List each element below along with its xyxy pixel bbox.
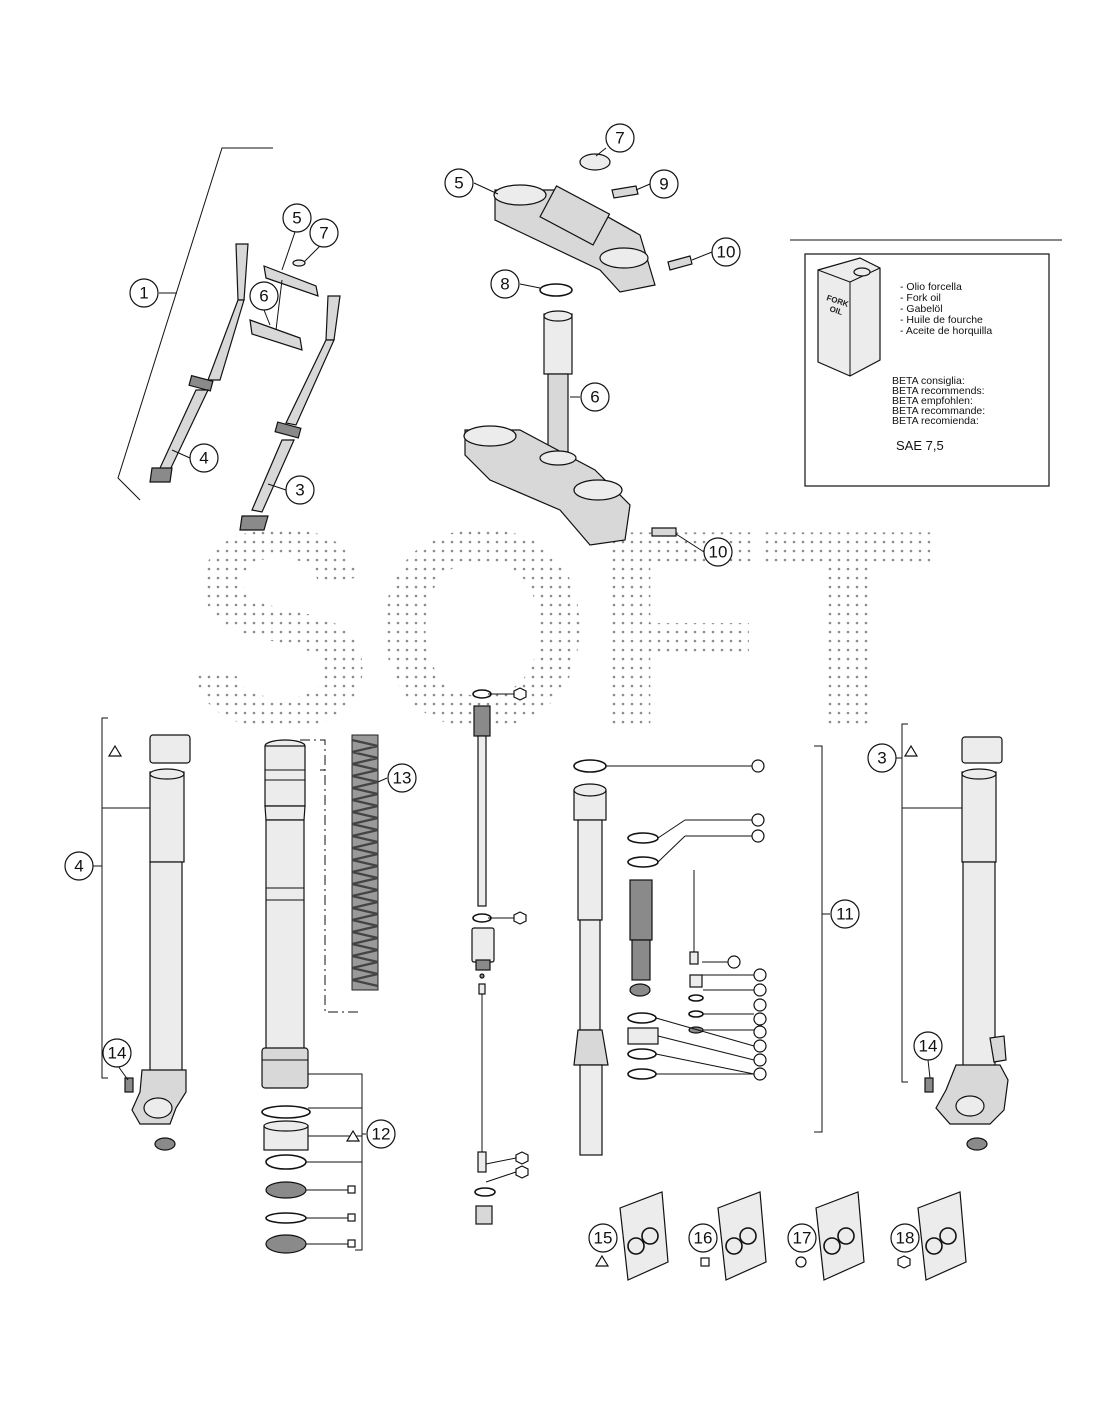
assembled-fork-group — [117, 147, 341, 531]
triangle-symbols — [107, 744, 919, 1142]
callout-6-label: 6 — [590, 388, 599, 407]
callout-14-right-label: 14 — [919, 1037, 938, 1056]
callout-13-label: 13 — [393, 769, 412, 788]
callout-1: 1 — [129, 278, 159, 308]
callout-7-label: 7 — [615, 129, 624, 148]
callout-10-top-label: 10 — [717, 243, 736, 262]
legend-line-de: - Gabelöl — [900, 303, 943, 315]
callout-14-left-label: 14 — [108, 1044, 127, 1063]
callout-17: 17 — [787, 1223, 817, 1253]
callout-11: 11 — [830, 899, 860, 929]
callout-8-label: 8 — [500, 275, 509, 294]
recommend-line-de: BETA empfohlen: — [892, 395, 973, 407]
callout-12-label: 12 — [372, 1125, 391, 1144]
callout-18: 18 — [890, 1223, 920, 1253]
callout-10-bottom-label: 10 — [709, 543, 728, 562]
callout-12: 12 — [366, 1119, 396, 1149]
upper-triple-clamp — [493, 153, 693, 297]
steering-stem-lower-clamp — [463, 310, 677, 546]
callout-15: 15 — [588, 1223, 618, 1253]
callout-4: 4 — [64, 851, 94, 881]
cartridge-o-symbols — [727, 759, 767, 1081]
callout-9-label: 9 — [659, 175, 668, 194]
callout-5-small-label: 5 — [292, 209, 301, 228]
left-outer-tube — [101, 717, 191, 1151]
callout-14-right: 14 — [913, 1031, 943, 1061]
callout-7: 7 — [605, 123, 635, 153]
legend-line-en: - Fork oil — [900, 292, 941, 304]
callout-3-right-label: 3 — [877, 749, 886, 768]
recommend-line-es: BETA recomienda: — [892, 415, 979, 427]
legend-line-fr: - Huile de fourche — [900, 314, 983, 326]
can-label-oil: OIL — [828, 304, 844, 317]
callout-1-label: 1 — [139, 284, 148, 303]
callout-17-label: 17 — [793, 1229, 812, 1248]
watermark-soft: SOFT — [187, 473, 934, 785]
callout-10-top: 10 — [711, 237, 741, 267]
legend-line-it: - Olio forcella — [900, 281, 962, 293]
callout-4-top-label: 4 — [199, 449, 208, 468]
damper-rod — [471, 689, 517, 1225]
callout-5-label: 5 — [454, 174, 463, 193]
cartridge-assembly — [573, 745, 830, 1156]
callout-3-right: 3 — [867, 743, 897, 773]
service-kits — [594, 1191, 967, 1281]
oil-grade-value: SAE 7,5 — [896, 438, 944, 453]
callout-9: 9 — [649, 169, 679, 199]
callout-18-label: 18 — [896, 1229, 915, 1248]
callout-11-label: 11 — [836, 905, 854, 924]
oil-can-icon — [817, 257, 881, 377]
callout-15-label: 15 — [594, 1229, 613, 1248]
callout-14-left: 14 — [102, 1038, 132, 1068]
callout-4-top: 4 — [189, 443, 219, 473]
callout-6: 6 — [580, 382, 610, 412]
callout-leaders — [93, 147, 931, 1135]
right-outer-tube — [901, 723, 1009, 1151]
callout-10-bottom: 10 — [703, 537, 733, 567]
legend-line-es: - Aceite de horquilla — [900, 325, 992, 337]
recommend-line-it: BETA consiglia: — [892, 375, 965, 387]
inner-tube — [261, 739, 363, 1254]
callout-7-small-label: 7 — [319, 224, 328, 243]
fork-spring — [351, 734, 379, 991]
callout-6-small: 6 — [249, 281, 279, 311]
callout-7-small: 7 — [309, 218, 339, 248]
inner-tube-square-symbols — [347, 1185, 356, 1248]
fork-oil-legend: FORK OIL - Olio forcella - Fork oil - Ga… — [790, 239, 1062, 487]
callout-16: 16 — [688, 1223, 718, 1253]
recommend-line-en: BETA recommends: — [892, 385, 985, 397]
recommend-line-fr: BETA recommande: — [892, 405, 985, 417]
watermark-text: SOFT — [187, 473, 934, 785]
callout-4-label: 4 — [74, 857, 83, 876]
callout-5: 5 — [444, 168, 474, 198]
callout-16-label: 16 — [694, 1229, 713, 1248]
callout-5-small: 5 — [282, 203, 312, 233]
callout-6-small-label: 6 — [259, 287, 268, 306]
callout-3-left: 3 — [285, 475, 315, 505]
callout-3-left-label: 3 — [295, 481, 304, 500]
damper-hex-symbols — [513, 687, 529, 1179]
callout-8: 8 — [490, 269, 520, 299]
callout-13: 13 — [387, 763, 417, 793]
